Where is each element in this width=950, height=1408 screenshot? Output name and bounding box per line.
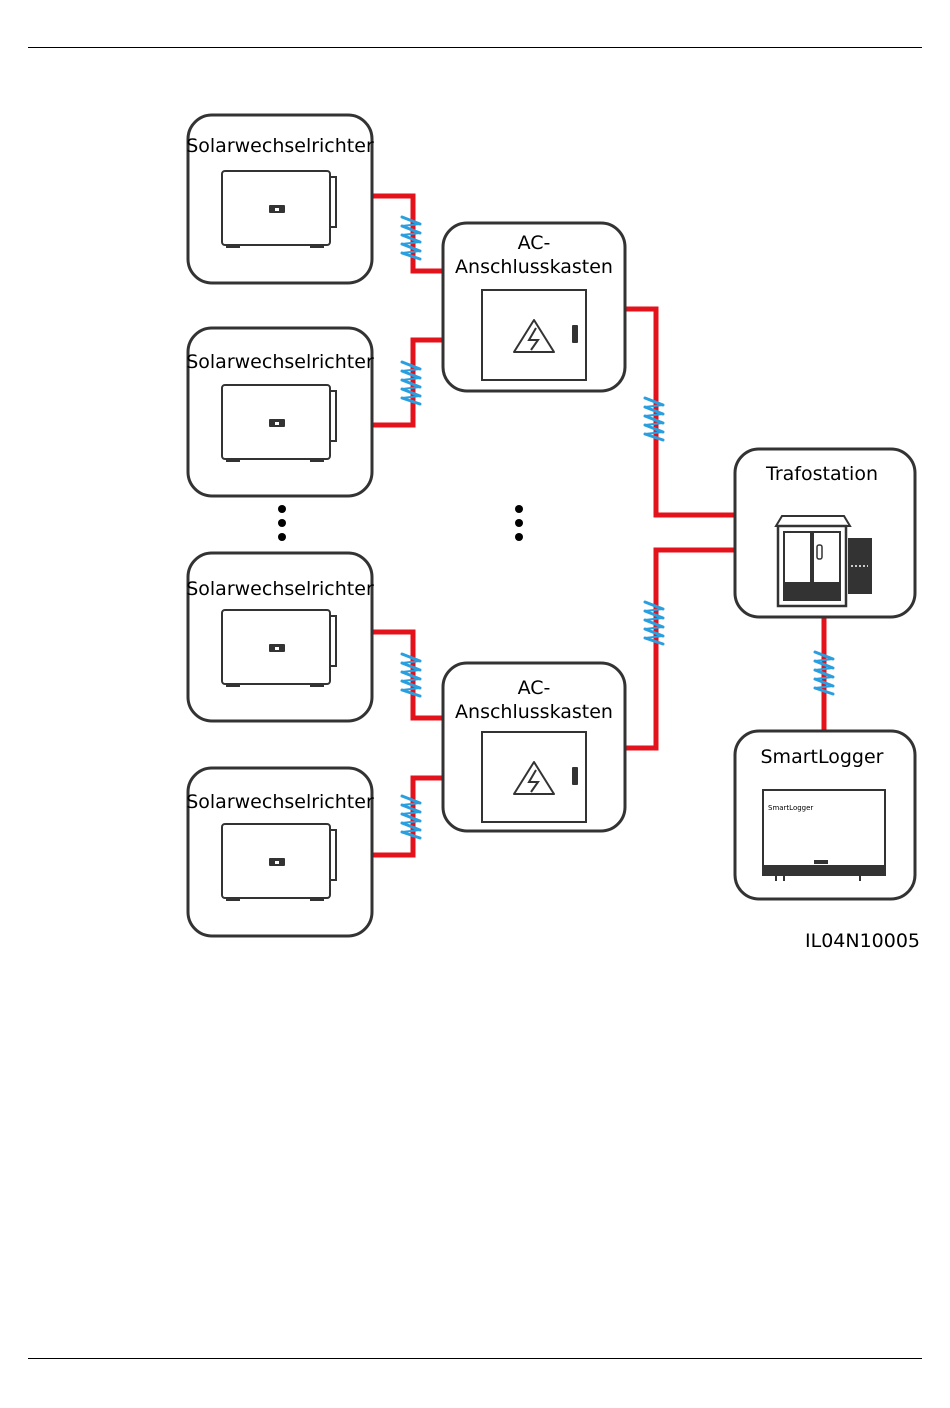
ac-box-node-1: AC- Anschlusskasten [443,223,625,391]
logger-node: SmartLogger SmartLogger [735,731,915,899]
inverter-label: Solarwechselrichter [186,351,374,373]
inverter-node-3: Solarwechselrichter [186,553,374,721]
network-diagram: Solarwechselrichter Solarwechselrichter … [0,0,950,1000]
ac-box-label-line1: AC- [518,232,551,254]
lightning-icon [482,732,586,822]
figure-id: IL04N10005 [805,930,920,952]
ac-box-label-line2: Anschlusskasten [455,256,613,278]
lightning-icon [482,290,586,380]
footer-rule [28,1358,922,1359]
inverter-icon [222,824,336,901]
cable-ac1-transformer [625,309,735,515]
inverter-label: Solarwechselrichter [186,791,374,813]
logger-label: SmartLogger [761,746,884,768]
transformer-node: Trafostation [735,449,915,617]
inverter-node-1: Solarwechselrichter [186,115,374,283]
inverter-node-4: Solarwechselrichter [186,768,374,936]
ac-box-label-line1: AC- [518,677,551,699]
cable-ac2-transformer [625,550,735,748]
inverter-label: Solarwechselrichter [186,578,374,600]
inverter-icon [222,385,336,462]
ac-box-node-2: AC- Anschlusskasten [443,663,625,831]
vertical-ellipsis-icon [515,505,523,541]
inverter-icon [222,610,336,687]
inverter-label: Solarwechselrichter [186,135,374,157]
logger-screen-text: SmartLogger [768,804,813,812]
ac-box-label-line2: Anschlusskasten [455,701,613,723]
inverter-icon [222,171,336,248]
transformer-label: Trafostation [765,463,878,485]
vertical-ellipsis-icon [278,505,286,541]
inverter-node-2: Solarwechselrichter [186,328,374,496]
